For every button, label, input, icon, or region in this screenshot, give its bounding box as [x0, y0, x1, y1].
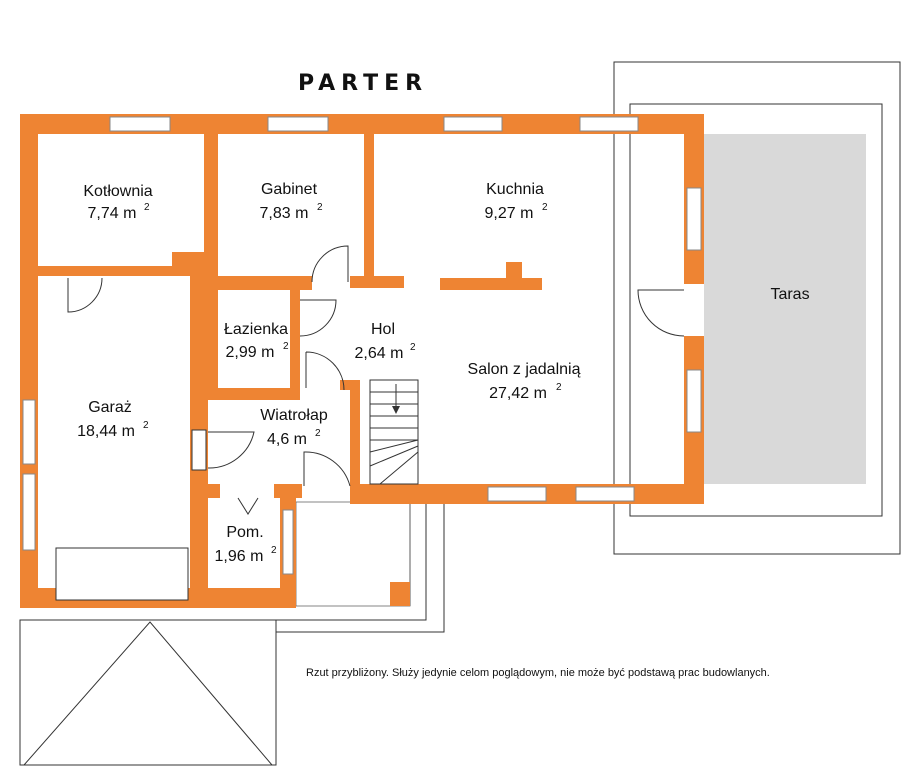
stairs-turn-2	[369, 445, 419, 467]
room-area-garaz: 18,44 m	[77, 423, 135, 440]
room-area-pom: 1,96 m	[215, 548, 264, 565]
room-area-sup-kuchnia: 2	[542, 202, 548, 213]
terrace-outline-outer	[613, 61, 901, 555]
room-name-salon: Salon z jadalnią	[468, 361, 581, 378]
kitchen-partition	[440, 278, 542, 290]
window-bottom-1	[487, 486, 547, 502]
door-pom	[237, 497, 259, 515]
wall-top	[20, 114, 704, 134]
room-name-garaz: Garaż	[88, 399, 132, 416]
wall-wiatrolap-bottom	[190, 484, 220, 498]
room-area-sup-lazienka: 2	[283, 341, 289, 352]
room-name-lazienka: Łazienka	[224, 321, 288, 338]
carport-outline	[19, 619, 277, 766]
garage-door	[55, 547, 189, 601]
door-kotlownia	[67, 277, 103, 313]
wall-kotlownia-bottom	[38, 266, 210, 276]
entrance-canopy	[276, 500, 445, 633]
room-name-kotlownia: Kotłownia	[83, 183, 152, 200]
stairs-turn-3	[379, 451, 419, 485]
carport-roof-lines	[23, 621, 273, 766]
window-right-2	[686, 369, 702, 433]
door-terrace	[637, 289, 685, 337]
terrace-deck	[702, 134, 866, 484]
wall-wiatrolap-right	[350, 380, 360, 504]
stairs-outline	[369, 379, 419, 485]
doors	[67, 245, 685, 515]
room-name-hol: Hol	[371, 321, 395, 338]
window-top-4	[579, 116, 639, 132]
window-left-2	[22, 473, 36, 551]
wall-lazienka-bottom	[204, 388, 300, 400]
room-area-sup-kotlownia: 2	[144, 202, 150, 213]
canopy-line-3	[276, 500, 445, 633]
room-area-hol: 2,64 m	[355, 345, 404, 362]
window-top-2	[267, 116, 329, 132]
door-lazienka	[299, 299, 337, 337]
wall-kotlownia-gabinet	[204, 134, 218, 276]
windows	[22, 116, 704, 575]
room-area-lazienka: 2,99 m	[226, 344, 275, 361]
carport	[19, 619, 277, 766]
window-bottom-2	[575, 486, 635, 502]
terrace-label: Taras	[770, 286, 809, 303]
door-hol	[305, 351, 345, 391]
terrace: Taras	[613, 61, 901, 555]
room-name-wiatrolap: Wiatrołap	[260, 407, 328, 424]
plan-title: PARTER	[298, 71, 428, 96]
room-area-kotlownia: 7,74 m	[88, 205, 137, 222]
wall-wiatrolap-right-stub	[340, 380, 360, 390]
wall-wiatrolap-bottom-right	[274, 484, 302, 498]
wall-gabinet-kuchnia	[364, 134, 374, 280]
room-area-sup-hol: 2	[410, 342, 416, 353]
room-area-sup-garaz: 2	[143, 420, 149, 431]
wall-gabinet-bottom-right	[350, 276, 404, 288]
room-area-sup-salon: 2	[556, 382, 562, 393]
window-left-1	[22, 399, 36, 465]
window-right-1	[686, 187, 702, 251]
stairs-arrow-head	[392, 406, 400, 414]
window-pom	[282, 509, 294, 575]
room-labels: Kotłownia 7,74 m 2 Gabinet 7,83 m 2 Kuch…	[77, 181, 580, 565]
room-name-kuchnia: Kuchnia	[486, 181, 544, 198]
room-name-pom: Pom.	[226, 524, 263, 541]
wall-lazienka-right	[290, 286, 300, 390]
door-garage	[207, 431, 255, 469]
wall-gabinet-bottom	[204, 276, 312, 290]
entrance-column	[390, 582, 410, 606]
window-top-3	[443, 116, 503, 132]
room-area-kuchnia: 9,27 m	[485, 205, 534, 222]
room-area-sup-wiatrolap: 2	[315, 428, 321, 439]
room-area-sup-gabinet: 2	[317, 202, 323, 213]
disclaimer-note: Rzut przybliżony. Służy jedynie celom po…	[306, 667, 770, 679]
door-garage-frame	[191, 429, 207, 471]
door-gabinet	[311, 245, 349, 283]
door-entrance	[303, 451, 351, 487]
room-area-gabinet: 7,83 m	[260, 205, 309, 222]
wall-lazienka-left	[204, 286, 218, 398]
room-area-salon: 27,42 m	[489, 385, 547, 402]
stairs-turn-1	[369, 439, 419, 453]
wall-kotlownia-bottom-stub	[172, 252, 210, 276]
room-area-sup-pom: 2	[271, 545, 277, 556]
window-right-door-gap	[684, 284, 704, 336]
window-top-1	[109, 116, 171, 132]
room-name-gabinet: Gabinet	[261, 181, 318, 198]
kitchen-partition-stub	[506, 262, 522, 290]
terrace-outline-inner	[629, 103, 883, 517]
canopy-line-2	[276, 500, 427, 621]
staircase	[369, 379, 419, 485]
room-area-wiatrolap: 4,6 m	[267, 431, 307, 448]
